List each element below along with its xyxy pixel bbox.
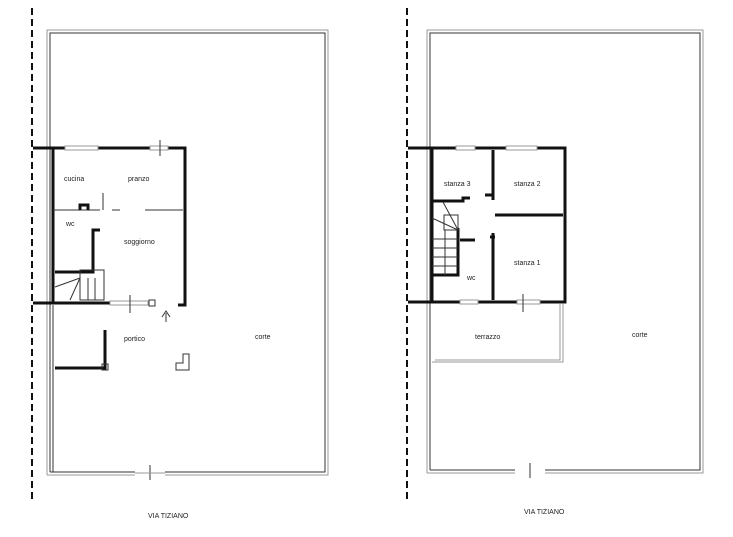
lot-outline-outer (46, 29, 329, 476)
room-label-soggiorno: soggiorno (124, 239, 155, 246)
window (64, 145, 99, 151)
room-label-portico: portico (124, 336, 145, 343)
room-label-stanza-3: stanza 3 (444, 181, 471, 188)
area-label-corte: corte (255, 334, 271, 341)
pillar-l (175, 353, 190, 371)
interior-wall (485, 150, 495, 300)
pillar (148, 299, 156, 307)
house-walls-outer (33, 146, 187, 307)
window (516, 299, 541, 305)
room-label-pranzo: pranzo (128, 176, 150, 183)
ground-floor-plan: cucina pranzo wc soggiorno portico corte… (31, 8, 329, 520)
first-floor-plan: stanza 3 stanza 2 stanza 1 wc terrazzo c… (406, 8, 704, 516)
pillar (101, 363, 109, 371)
window (455, 145, 476, 151)
room-label-wc: wc (65, 221, 75, 228)
interior-wall (53, 193, 183, 211)
room-label-wc: wc (466, 275, 476, 282)
interior-wall (78, 203, 90, 210)
staircase (431, 201, 459, 275)
lot-outline-outer (426, 29, 704, 474)
staircase (54, 269, 105, 301)
terrace-outline (432, 304, 564, 363)
window (505, 145, 538, 151)
portico-wall (55, 330, 107, 370)
room-label-cucina: cucina (64, 176, 84, 183)
stair-wall (432, 228, 475, 277)
street-label: VIA TIZIANO (524, 509, 565, 516)
area-label-corte: corte (632, 332, 648, 339)
area-label-terrazzo: terrazzo (475, 334, 500, 341)
lot-outline (49, 32, 326, 473)
wc-wall (55, 228, 100, 274)
window (149, 145, 169, 151)
lot-outline (429, 32, 701, 471)
street-label: VIA TIZIANO (148, 513, 189, 520)
entrance-arrow-icon (161, 310, 171, 322)
stair-wall (432, 196, 470, 203)
room-label-stanza-2: stanza 2 (514, 181, 541, 188)
room-label-stanza-1: stanza 1 (514, 260, 541, 267)
window (109, 300, 149, 306)
window (459, 299, 479, 305)
